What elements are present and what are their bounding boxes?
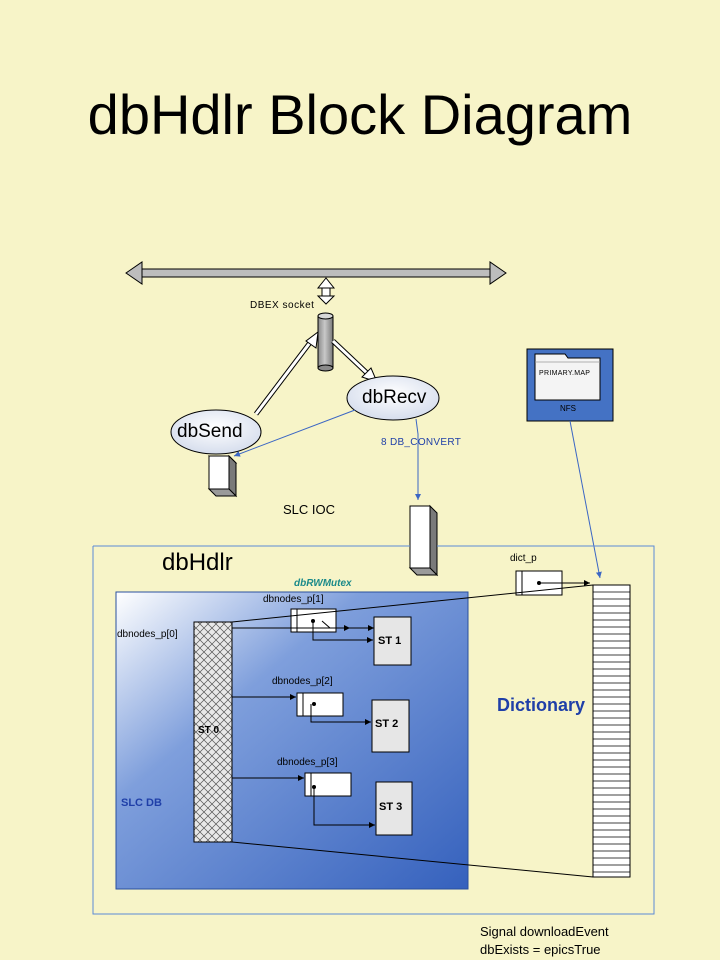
- st3-label: ST 3: [379, 801, 403, 813]
- dbhdlr-container: [92, 545, 655, 915]
- nfs-to-dictionary-line: [569, 420, 602, 579]
- pointer-box-p2: [296, 692, 344, 717]
- dbnodes-p0-label: dbnodes_p[0]: [117, 629, 178, 640]
- st1-label: ST 1: [378, 635, 402, 647]
- primary-map-label: PRIMARY.MAP: [539, 370, 591, 377]
- st1-block: [373, 616, 412, 666]
- st3-block: [375, 781, 413, 836]
- socket-to-dbrecv-arrow: [331, 339, 378, 383]
- page-title: dbHdlr Block Diagram: [87, 83, 633, 146]
- socket-label: DBEX socket: [250, 300, 315, 311]
- dbsend-node: [170, 409, 262, 455]
- dictionary-label: Dictionary: [497, 695, 586, 715]
- slc-ioc-label: SLC IOC: [283, 502, 336, 517]
- st0-block: [193, 621, 233, 843]
- dictionary-link-top: [231, 584, 594, 623]
- db-convert-line: [415, 418, 421, 500]
- db-convert-label: 8 DB_CONVERT: [381, 437, 462, 448]
- socket-link-arrow: [316, 277, 336, 305]
- nfs-label: NFS: [560, 404, 576, 413]
- st0-label: ST 0: [198, 725, 220, 736]
- network-bus: [125, 261, 507, 285]
- dbhdlr-queue: [408, 504, 439, 577]
- st2-label: ST 2: [375, 718, 399, 730]
- dbhdlr-label: dbHdlr: [162, 549, 233, 576]
- st2-block: [371, 699, 410, 753]
- dbrecv-to-dbsend-line: [233, 409, 356, 457]
- dbsend-to-socket-arrow: [254, 330, 319, 416]
- dict-p-label: dict_p: [510, 553, 537, 564]
- dbsend-label: dbSend: [177, 421, 243, 442]
- dbnodes-p2-label: dbnodes_p[2]: [272, 676, 333, 687]
- slc-db-label: SLC DB: [121, 797, 162, 809]
- dbrwmutex-label: dbRWMutex: [294, 578, 352, 589]
- db-exists-text: dbExists = epicsTrue: [480, 942, 601, 957]
- dbrecv-label: dbRecv: [362, 387, 427, 408]
- nfs-box: [526, 348, 614, 422]
- dbrecv-node: [346, 375, 440, 421]
- dictionary-link-bottom: [231, 841, 594, 878]
- signal-event-text: Signal downloadEvent: [480, 924, 609, 939]
- dictionary-block: [592, 584, 631, 878]
- dbnodes-p3-label: dbnodes_p[3]: [277, 757, 338, 768]
- dbnodes-p1-label: dbnodes_p[1]: [263, 594, 324, 605]
- pointer-box-p3: [304, 772, 352, 797]
- st0-pointer-arrows: [232, 620, 375, 828]
- dbsend-queue: [207, 454, 238, 498]
- socket-cylinder: [317, 312, 334, 372]
